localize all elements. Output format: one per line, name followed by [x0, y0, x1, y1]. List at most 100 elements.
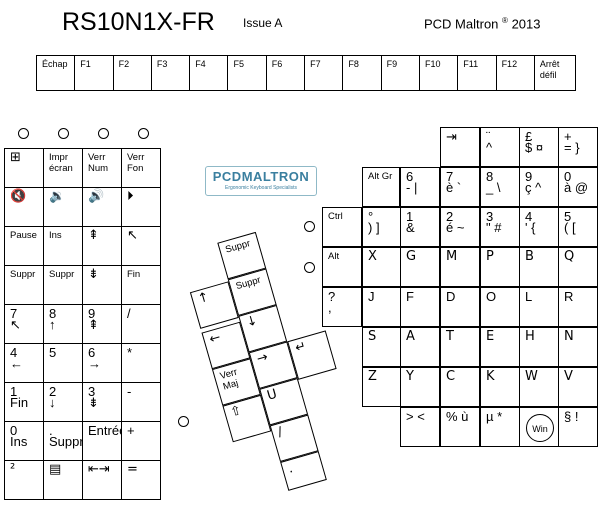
- left-key[interactable]: Suppr: [43, 265, 83, 305]
- right-key[interactable]: G: [400, 247, 440, 287]
- left-key[interactable]: 6→: [82, 343, 122, 383]
- left-key[interactable]: 3⇟: [82, 382, 122, 422]
- right-key[interactable]: Z: [362, 367, 402, 407]
- left-key[interactable]: 🔊: [82, 187, 122, 227]
- left-key[interactable]: Entrée: [82, 421, 122, 461]
- left-key[interactable]: 7↖: [4, 304, 44, 344]
- ctrl-key[interactable]: Ctrl: [322, 207, 362, 247]
- left-key[interactable]: 🔉: [43, 187, 83, 227]
- left-key[interactable]: ⊞: [4, 148, 44, 188]
- right-key[interactable]: 4' {: [519, 207, 559, 247]
- right-key[interactable]: 1&: [400, 207, 440, 247]
- key-label: H: [525, 329, 535, 344]
- right-key[interactable]: ?,: [322, 287, 362, 327]
- right-key[interactable]: > <: [400, 407, 440, 447]
- right-key[interactable]: C: [440, 367, 480, 407]
- right-key[interactable]: D: [440, 287, 480, 327]
- right-key[interactable]: M: [440, 247, 480, 287]
- right-key[interactable]: 6- |: [400, 167, 440, 207]
- right-key[interactable]: S: [362, 327, 402, 367]
- right-key[interactable]: J: [362, 287, 402, 327]
- right-key[interactable]: A: [400, 327, 440, 367]
- right-key[interactable]: N: [558, 327, 598, 367]
- left-key[interactable]: 2↓: [43, 382, 83, 422]
- right-key[interactable]: § !: [558, 407, 598, 447]
- function-key[interactable]: F1: [74, 55, 114, 91]
- function-key[interactable]: F2: [112, 55, 152, 91]
- right-key[interactable]: P: [480, 247, 520, 287]
- function-key[interactable]: F5: [227, 55, 267, 91]
- right-key[interactable]: += }: [558, 127, 598, 167]
- right-key[interactable]: L: [519, 287, 559, 327]
- function-key[interactable]: F4: [189, 55, 229, 91]
- left-key[interactable]: +: [121, 421, 161, 461]
- right-key[interactable]: Y: [400, 367, 440, 407]
- left-key[interactable]: ⇤⇥: [82, 460, 122, 500]
- left-key[interactable]: Impr écran: [43, 148, 83, 188]
- right-key[interactable]: µ *: [480, 407, 520, 447]
- right-key[interactable]: ¨^: [480, 127, 520, 167]
- left-key[interactable]: 4←: [4, 343, 44, 383]
- right-key[interactable]: 5( [: [558, 207, 598, 247]
- right-key[interactable]: 8_ \: [480, 167, 520, 207]
- left-key[interactable]: 9⇞: [82, 304, 122, 344]
- right-key[interactable]: H: [519, 327, 559, 367]
- function-key[interactable]: F9: [380, 55, 420, 91]
- left-key[interactable]: 8↑: [43, 304, 83, 344]
- right-key[interactable]: K: [480, 367, 520, 407]
- left-key[interactable]: Suppr: [4, 265, 44, 305]
- function-key[interactable]: Échap: [36, 55, 76, 91]
- right-key[interactable]: Win: [519, 407, 559, 447]
- function-key[interactable]: F6: [265, 55, 306, 91]
- left-key[interactable]: ⏵: [121, 187, 161, 227]
- function-key[interactable]: F3: [150, 55, 191, 91]
- function-key[interactable]: Arrêt défil: [533, 55, 576, 91]
- left-key[interactable]: Fin: [121, 265, 161, 305]
- right-key[interactable]: X: [362, 247, 402, 287]
- right-key[interactable]: W: [519, 367, 559, 407]
- left-key[interactable]: 5: [43, 343, 83, 383]
- function-key[interactable]: F10: [418, 55, 459, 91]
- right-key[interactable]: °) ]: [362, 207, 402, 247]
- right-key[interactable]: Q: [558, 247, 598, 287]
- right-key[interactable]: O: [480, 287, 520, 327]
- right-key[interactable]: V: [558, 367, 598, 407]
- left-key[interactable]: ²: [4, 460, 44, 500]
- function-key[interactable]: F12: [495, 55, 535, 91]
- right-key[interactable]: E: [480, 327, 520, 367]
- left-key[interactable]: 🔇: [4, 187, 44, 227]
- left-key[interactable]: .Suppr: [43, 421, 83, 461]
- function-key[interactable]: F11: [457, 55, 497, 91]
- right-key[interactable]: ⇥: [440, 127, 480, 167]
- altgr-key[interactable]: Alt Gr: [362, 167, 400, 207]
- right-key[interactable]: 3" #: [480, 207, 520, 247]
- key-label: G: [406, 249, 417, 264]
- left-key[interactable]: ⇟: [82, 265, 122, 305]
- right-key[interactable]: F: [400, 287, 440, 327]
- function-key[interactable]: F7: [304, 55, 344, 91]
- left-key[interactable]: ⇞: [82, 226, 122, 266]
- right-key[interactable]: % ù: [440, 407, 480, 447]
- right-key[interactable]: R: [558, 287, 598, 327]
- right-key[interactable]: T: [440, 327, 480, 367]
- left-key[interactable]: ↖: [121, 226, 161, 266]
- left-key[interactable]: Verr Num: [82, 148, 122, 188]
- left-key[interactable]: Verr Fon: [121, 148, 161, 188]
- right-key[interactable]: £$ ¤: [519, 127, 559, 167]
- left-key[interactable]: Pause: [4, 226, 44, 266]
- right-key[interactable]: B: [519, 247, 559, 287]
- left-key[interactable]: =: [121, 460, 161, 500]
- left-key[interactable]: ▤: [43, 460, 83, 500]
- left-key[interactable]: /: [121, 304, 161, 344]
- function-key[interactable]: F8: [342, 55, 382, 91]
- alt-key[interactable]: Alt: [322, 247, 362, 287]
- left-key[interactable]: Ins: [43, 226, 83, 266]
- left-key[interactable]: *: [121, 343, 161, 383]
- left-key[interactable]: -: [121, 382, 161, 422]
